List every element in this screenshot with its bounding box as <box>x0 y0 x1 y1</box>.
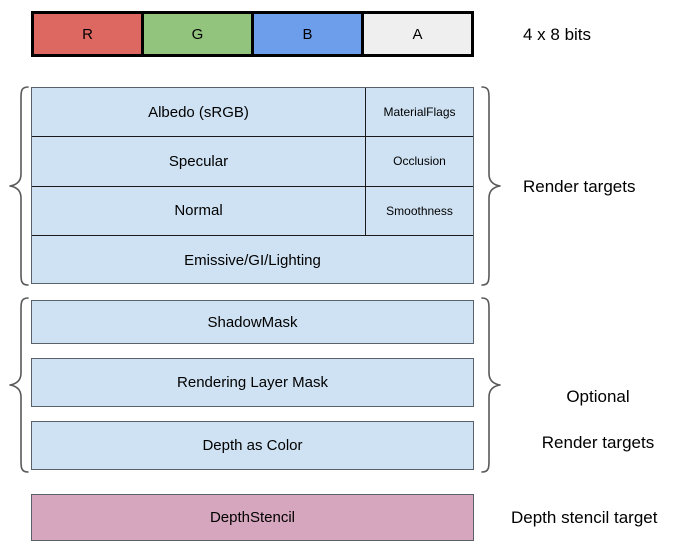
optional-render-targets-right-brace <box>480 297 502 473</box>
optional-render-targets-left-brace <box>8 297 30 473</box>
optional-render-target-label: ShadowMask <box>207 313 298 331</box>
channel-label-g: G <box>191 25 204 43</box>
channel-strip-caption: 4 x 8 bits <box>523 25 592 44</box>
channel-label-r: R <box>82 25 93 43</box>
optional-render-targets-caption: Optional Render targets <box>523 362 673 454</box>
optional-render-target-box: ShadowMask <box>31 300 474 344</box>
optional-render-target-label: Depth as Color <box>202 437 303 454</box>
render-target-row: Albedo (sRGB) MaterialFlags <box>32 88 473 138</box>
render-target-main-cell: Normal <box>32 186 366 235</box>
channel-cell-a: A <box>364 14 471 54</box>
render-target-alpha-cell: MaterialFlags <box>383 105 456 120</box>
render-targets-caption: Render targets <box>523 177 636 196</box>
optional-render-targets-caption-line2: Render targets <box>541 433 655 452</box>
render-target-main-cell: Albedo (sRGB) <box>32 88 366 137</box>
optional-render-target-label: Rendering Layer Mask <box>177 374 328 391</box>
channel-cell-r: R <box>34 14 144 54</box>
optional-render-targets-caption-line1: Optional <box>566 387 630 406</box>
render-targets-left-brace <box>8 86 30 286</box>
render-targets-table: Albedo (sRGB) MaterialFlags Specular Occ… <box>31 87 474 284</box>
render-target-main-cell: Specular <box>32 137 366 186</box>
channel-cell-b: B <box>254 14 364 54</box>
render-target-row: Emissive/GI/Lighting <box>32 236 473 285</box>
optional-render-target-box: Depth as Color <box>31 421 474 470</box>
render-targets-right-brace <box>480 86 502 286</box>
render-target-row: Normal Smoothness <box>32 186 473 236</box>
depth-stencil-label: DepthStencil <box>209 509 296 526</box>
channel-cell-g: G <box>144 14 254 54</box>
depth-stencil-caption: Depth stencil target <box>511 508 658 527</box>
render-target-alpha-cell: Smoothness <box>386 203 453 218</box>
render-target-alpha-cell: Occlusion <box>393 154 446 169</box>
optional-render-target-box: Rendering Layer Mask <box>31 358 474 407</box>
channel-label-b: B <box>302 25 313 43</box>
channel-label-a: A <box>412 25 423 43</box>
rgba-channel-strip: R G B A <box>31 11 474 57</box>
depth-stencil-bar: DepthStencil <box>31 494 474 541</box>
render-target-row: Specular Occlusion <box>32 137 473 187</box>
render-target-main-cell: Emissive/GI/Lighting <box>184 251 321 269</box>
